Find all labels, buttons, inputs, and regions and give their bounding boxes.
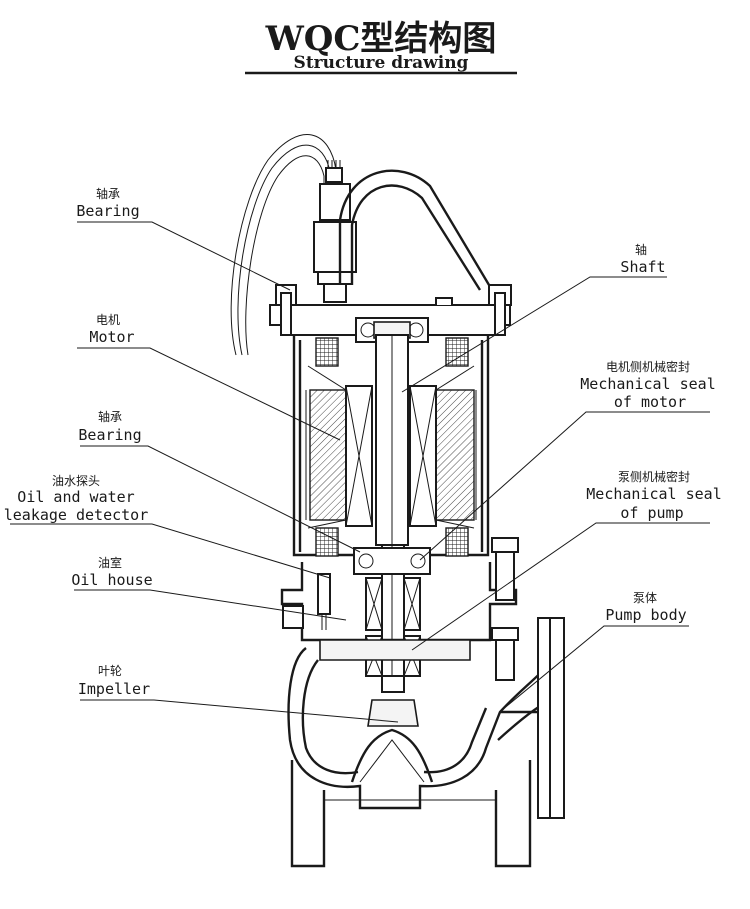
label-pump-body: 泵体 Pump body <box>605 591 686 624</box>
label-en-line2: of pump <box>620 504 683 522</box>
label-bearing-top: 轴承 Bearing <box>76 186 139 220</box>
leader-impeller <box>80 699 399 723</box>
label-bearing-mid: 轴承 Bearing <box>78 409 141 444</box>
label-shaft: 轴 Shaft <box>620 242 665 276</box>
label-cn: 泵侧机械密封 <box>618 469 690 484</box>
label-en: Motor <box>89 328 134 346</box>
leader-lines <box>10 221 710 723</box>
lifting-handle-inner <box>350 184 482 291</box>
label-en: Pump body <box>605 606 686 624</box>
leader-seal-pump <box>411 522 710 651</box>
lower-bearing <box>353 547 431 575</box>
leader-leak-detector <box>10 523 331 579</box>
title-cn: WQC型结构图 <box>265 19 497 59</box>
label-en-line2: of motor <box>614 393 686 411</box>
label-en-line1: Oil and water <box>17 488 134 506</box>
pump-drawing <box>230 134 565 868</box>
label-impeller: 叶轮 Impeller <box>78 664 150 698</box>
title-en: Structure drawing <box>294 53 469 73</box>
label-en: Impeller <box>78 680 150 698</box>
label-en-line1: Mechanical seal <box>586 485 721 503</box>
lifting-handle <box>338 169 494 291</box>
label-cn: 油室 <box>98 555 122 570</box>
label-cn: 泵体 <box>633 591 657 605</box>
label-seal-motor: 电机侧机械密封 Mechanical seal of motor <box>580 359 715 411</box>
label-cn: 轴承 <box>98 409 122 424</box>
leader-bearing-mid <box>80 445 361 553</box>
leader-oil-house <box>74 589 347 621</box>
shaft <box>375 334 409 686</box>
label-cn: 轴 <box>635 242 647 257</box>
impeller <box>350 675 434 783</box>
label-motor: 电机 Motor <box>89 313 134 346</box>
leader-pump-body <box>501 625 689 711</box>
callout-labels: 轴承 Bearing 电机 Motor 轴承 Bearing 油水探头 Oil … <box>4 186 722 698</box>
label-cn: 电机 <box>96 313 120 327</box>
title-block: WQC型结构图 Structure drawing <box>245 19 517 75</box>
leader-bearing-top <box>77 221 291 291</box>
stator <box>307 337 475 557</box>
label-cn: 叶轮 <box>98 664 122 678</box>
label-en: Shaft <box>620 258 665 276</box>
pump-body <box>287 617 565 868</box>
label-en: Bearing <box>78 426 141 444</box>
label-en-line2: leakage detector <box>4 506 149 524</box>
leader-seal-motor <box>419 411 710 561</box>
label-cn: 轴承 <box>96 186 120 201</box>
leader-motor <box>77 347 341 441</box>
leader-shaft <box>401 276 667 393</box>
label-oil-house: 油室 Oil house <box>71 555 152 589</box>
label-en-line1: Mechanical seal <box>580 375 715 393</box>
label-en: Oil house <box>71 571 152 589</box>
label-leak-detector: 油水探头 Oil and water leakage detector <box>4 474 149 524</box>
label-en: Bearing <box>76 202 139 220</box>
label-cn: 电机侧机械密封 <box>606 359 690 374</box>
label-cn: 油水探头 <box>52 474 100 488</box>
label-seal-pump: 泵侧机械密封 Mechanical seal of pump <box>586 469 721 522</box>
